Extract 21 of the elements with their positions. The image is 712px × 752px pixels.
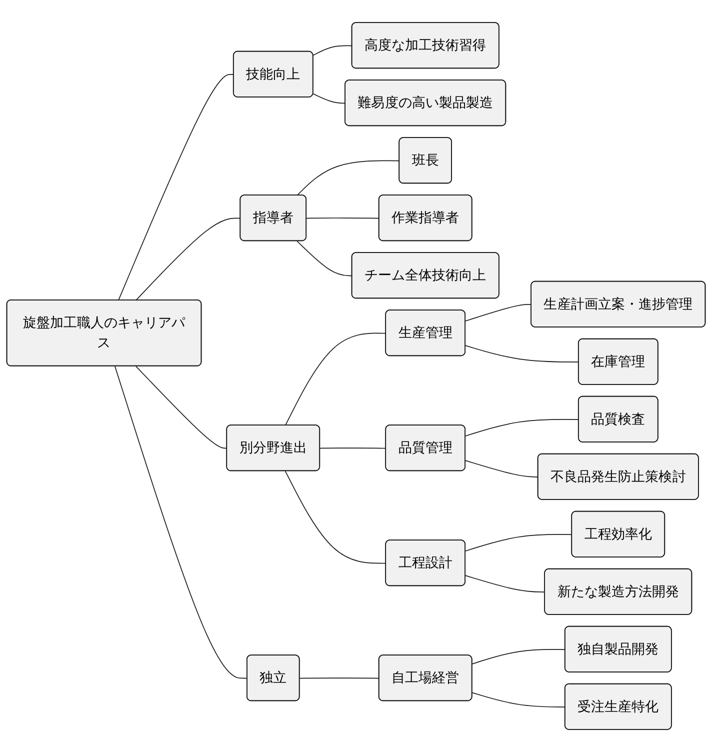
connector bbox=[312, 93, 346, 104]
connector bbox=[284, 470, 386, 564]
connector bbox=[465, 304, 532, 322]
connector bbox=[299, 678, 380, 679]
connector bbox=[465, 345, 580, 362]
connector bbox=[465, 419, 580, 436]
connector bbox=[136, 218, 241, 301]
connector bbox=[114, 366, 248, 679]
connector bbox=[465, 534, 572, 552]
connector bbox=[465, 460, 539, 478]
connector bbox=[296, 240, 353, 276]
connector bbox=[472, 692, 566, 708]
connector bbox=[136, 366, 228, 449]
connector bbox=[472, 649, 566, 664]
connector bbox=[312, 45, 353, 56]
connector bbox=[118, 74, 234, 301]
connector bbox=[296, 160, 400, 196]
connector bbox=[320, 448, 386, 449]
connector bbox=[284, 332, 386, 426]
connector bbox=[306, 218, 380, 219]
connector bbox=[465, 575, 546, 592]
